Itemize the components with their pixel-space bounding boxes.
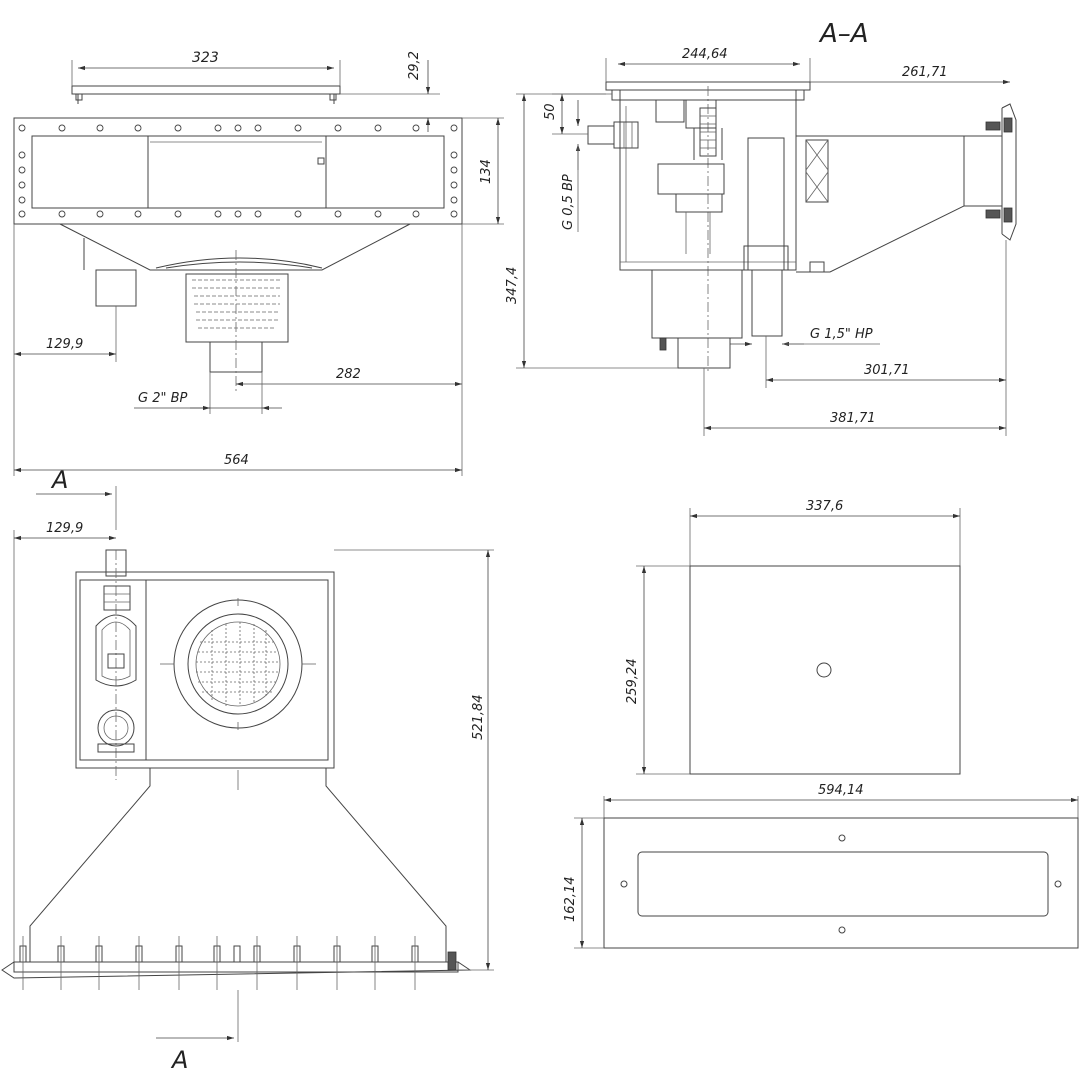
sec-dim-nozzle: 261,71 bbox=[902, 65, 948, 80]
plan-dim-offset: 129,9 bbox=[46, 521, 83, 536]
sec-dim-301: 301,71 bbox=[864, 363, 910, 378]
section-marker-bottom: A bbox=[170, 1046, 188, 1074]
section-title: A–A bbox=[818, 19, 869, 49]
dim-flange: 29,2 bbox=[407, 51, 422, 80]
front-view: 323 29,2 134 bbox=[13, 50, 504, 476]
lid-view: 337,6 259,24 bbox=[625, 499, 961, 775]
sec-dim-top: 244,64 bbox=[682, 47, 728, 62]
flange-holes bbox=[18, 124, 458, 218]
thread-bottom: G 1,5" НР bbox=[810, 327, 873, 342]
frame-dim-height: 162,14 bbox=[563, 877, 578, 923]
plan-view: A 129,9 bbox=[1, 466, 494, 1074]
thread-top: G 0,5 ВР bbox=[561, 174, 576, 230]
lid-dim-width: 337,6 bbox=[806, 499, 843, 514]
sec-dim-381: 381,71 bbox=[830, 411, 876, 426]
dim-total-width: 564 bbox=[224, 453, 249, 468]
dim-height: 134 bbox=[479, 159, 494, 184]
dim-left-offset: 129,9 bbox=[46, 337, 83, 352]
basket-slots bbox=[192, 279, 282, 329]
basket-grid bbox=[196, 622, 280, 706]
sec-dim-height: 347,4 bbox=[505, 267, 520, 304]
studs bbox=[19, 936, 457, 990]
section-view: A–A 244,64 bbox=[505, 19, 1017, 436]
sec-dim-50: 50 bbox=[543, 103, 558, 120]
frame-view: 594,14 162,14 bbox=[563, 783, 1079, 949]
frame-dim-width: 594,14 bbox=[818, 783, 864, 798]
section-marker-top: A bbox=[50, 466, 68, 494]
thread-label: G 2" ВР bbox=[138, 391, 188, 406]
dim-right-offset: 282 bbox=[336, 367, 361, 382]
lid-dim-height: 259,24 bbox=[625, 659, 640, 705]
dim-top-width: 323 bbox=[192, 50, 219, 66]
plan-dim-height: 521,84 bbox=[471, 695, 486, 741]
